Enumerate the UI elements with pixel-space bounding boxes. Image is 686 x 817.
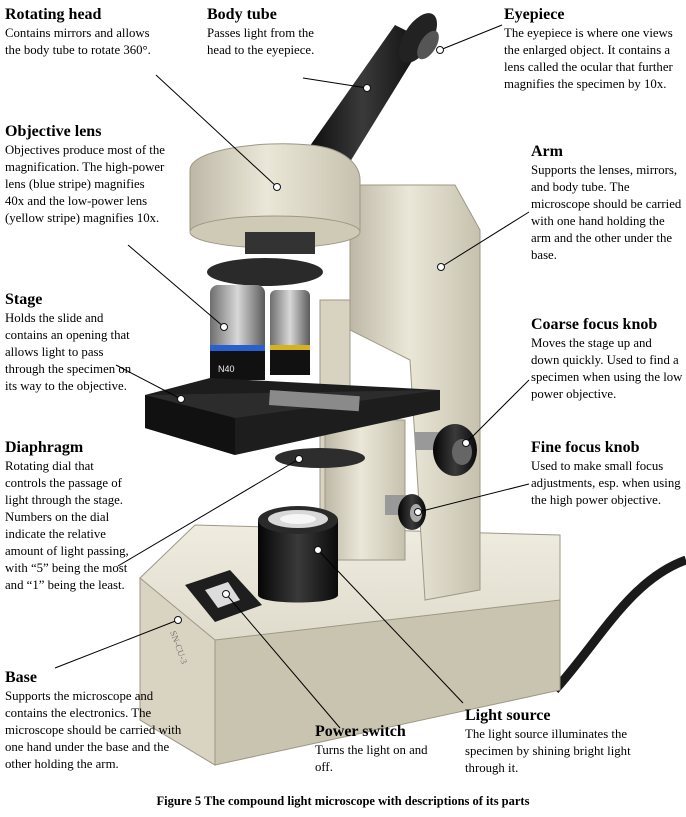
label-arm: Arm Supports the lenses, mirrors, and bo… [531, 142, 683, 264]
leader-lines [54, 24, 530, 729]
label-desc: Objectives produce most of the magnifica… [5, 143, 165, 225]
label-title: Body tube [207, 6, 277, 23]
label-desc: Moves the stage up and down quickly. Use… [531, 336, 683, 401]
leader-stage [115, 364, 182, 400]
label-diaphragm: Diaphragm Rotating dial that controls th… [5, 438, 135, 594]
label-desc: The light source illuminates the specime… [465, 727, 631, 775]
label-desc: Rotating dial that controls the passage … [5, 459, 129, 592]
label-coarse-focus: Coarse focus knob Moves the stage up and… [531, 315, 683, 403]
leader-coarse-focus [465, 379, 530, 444]
figure-caption: Figure 5 The compound light microscope w… [156, 794, 530, 808]
label-light-source: Light source The light source illuminate… [465, 706, 655, 777]
dot-power-switch [222, 590, 230, 598]
label-desc: Supports the lenses, mirrors, and body t… [531, 163, 682, 262]
label-title: Base [5, 669, 37, 686]
dot-coarse-focus [462, 439, 470, 447]
label-title: Eyepiece [504, 6, 565, 23]
label-title: Rotating head [5, 6, 102, 23]
label-stage: Stage Holds the slide and contains an op… [5, 290, 145, 395]
label-title: Stage [5, 291, 43, 308]
leader-eyepiece [439, 24, 503, 51]
rotating-head-shape [189, 143, 361, 254]
dot-objective-lens [220, 323, 228, 331]
label-body-tube: Body tube Passes light from the head to … [207, 5, 315, 59]
fine-focus-shape [385, 494, 426, 530]
callout-dots [174, 46, 470, 624]
leader-base [54, 619, 179, 669]
body-tube-shape [300, 13, 439, 170]
dot-body-tube [363, 84, 371, 92]
label-desc: Supports the microscope and contains the… [5, 689, 182, 771]
label-title: Power switch [315, 723, 406, 740]
label-fine-focus: Fine focus knob Used to make small focus… [531, 438, 683, 509]
label-title: Light source [465, 707, 551, 724]
dot-base [174, 616, 182, 624]
diaphragm-shape [275, 448, 365, 468]
leader-power-switch [225, 593, 341, 729]
coarse-focus-shape [415, 424, 477, 476]
leader-rotating-head [155, 74, 278, 188]
stage-shape [145, 378, 440, 455]
label-title: Arm [531, 143, 563, 160]
leader-objective-lens [127, 244, 225, 328]
label-title: Coarse focus knob [531, 316, 658, 333]
label-power-switch: Power switch Turns the light on and off. [315, 722, 435, 776]
leader-diaphragm [117, 458, 300, 567]
label-desc: Passes light from the head to the eyepie… [207, 26, 315, 57]
label-desc: Holds the slide and contains an opening … [5, 311, 132, 393]
leader-fine-focus [417, 483, 530, 513]
label-rotating-head: Rotating head Contains mirrors and allow… [5, 5, 155, 59]
label-objective-lens: Objective lens Objectives produce most o… [5, 122, 165, 227]
label-desc: Turns the light on and off. [315, 743, 428, 774]
label-title: Diaphragm [5, 439, 84, 456]
dot-eyepiece [436, 46, 444, 54]
light-source-shape [258, 506, 338, 603]
label-title: Objective lens [5, 123, 102, 140]
label-base: Base Supports the microscope and contain… [5, 668, 195, 773]
power-cord [551, 555, 686, 694]
dot-rotating-head [273, 183, 281, 191]
label-eyepiece: Eyepiece The eyepiece is where one views… [504, 5, 682, 93]
label-desc: Used to make small focus adjustments, es… [531, 459, 681, 507]
dot-stage [177, 395, 185, 403]
dot-diaphragm [295, 455, 303, 463]
leader-arm [440, 211, 530, 268]
label-desc: The eyepiece is where one views the enla… [504, 26, 673, 91]
label-title: Fine focus knob [531, 439, 640, 456]
dot-light-source [314, 546, 322, 554]
objectives-shape: N40 [207, 258, 323, 380]
label-desc: Contains mirrors and allows the body tub… [5, 26, 151, 57]
dot-fine-focus [414, 508, 422, 516]
leader-body-tube [302, 77, 368, 89]
dot-arm [437, 263, 445, 271]
leader-light-source [317, 549, 464, 704]
svg-text:N40: N40 [218, 364, 235, 374]
